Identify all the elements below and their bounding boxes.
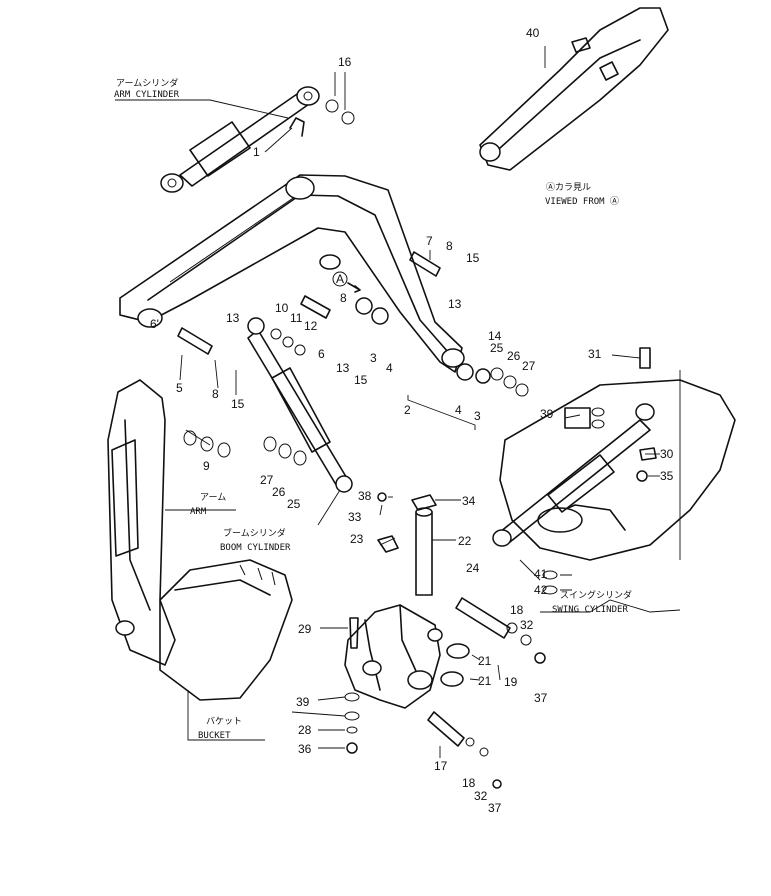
callout: 15 <box>231 397 245 411</box>
callout: 22 <box>458 534 472 548</box>
callout: 32 <box>474 789 488 803</box>
callout: 26 <box>272 485 286 499</box>
callout: 6' <box>150 317 159 331</box>
bucket-label-jp: バケット <box>206 716 242 727</box>
swing-cylinder-label-en: SWING CYLINDER <box>552 605 628 615</box>
callout: 35 <box>660 469 674 483</box>
callout: 3 <box>474 409 481 423</box>
callout: 41 <box>534 567 548 581</box>
callout: 1 <box>253 145 260 159</box>
boom-cylinder-label-en: BOOM CYLINDER <box>220 543 291 553</box>
callout: 3 <box>370 351 377 365</box>
callout: 13 <box>336 361 350 375</box>
callout: 27 <box>522 359 536 373</box>
callout: 27 <box>260 473 274 487</box>
callout: 6 <box>318 347 325 361</box>
callout: 17 <box>434 759 448 773</box>
callout: 15 <box>354 373 368 387</box>
callout: 8 <box>446 239 453 253</box>
callout: 32 <box>520 618 534 632</box>
swing-base <box>499 379 736 561</box>
pins-and-hardware <box>177 99 657 789</box>
swing-cylinder-label-jp: スイングシリンダ <box>560 589 632 601</box>
arm-label-en: ARM <box>190 507 207 517</box>
swing-bracket <box>344 604 443 709</box>
callout: 12 <box>304 319 318 333</box>
callout: 37 <box>488 801 502 815</box>
callout: 42 <box>534 583 548 597</box>
callout: 2 <box>404 403 411 417</box>
callout: 5 <box>176 381 183 395</box>
callout: 39 <box>296 695 310 709</box>
callout: 21 <box>478 654 492 668</box>
boom <box>119 174 465 373</box>
boom-cylinder-label-jp: ブームシリンダ <box>223 527 286 539</box>
callout: 38 <box>358 489 372 503</box>
callout: 24 <box>466 561 480 575</box>
swing-cylinder <box>492 403 655 547</box>
callout: 8 <box>212 387 219 401</box>
callout: 13 <box>226 311 240 325</box>
callout: 18 <box>462 776 476 790</box>
callout: 4 <box>386 361 393 375</box>
callout-numbers: 16 1 40 7 8 15 13 8 14 13 10 11 12 6' 6 … <box>150 26 674 815</box>
viewed-from-label-jp: Ⓐカラ見ル <box>546 182 591 193</box>
arm-cylinder-label-jp: アームシリンダ <box>116 77 178 89</box>
callout: 29 <box>298 622 312 636</box>
callout: 33 <box>348 510 362 524</box>
callout: 23 <box>350 532 364 546</box>
callout: 7 <box>426 234 433 248</box>
arm-label-jp: アーム <box>200 492 226 503</box>
view-a-detail <box>479 7 669 171</box>
labels: アームシリンダ ARM CYLINDER Ⓐカラ見ル VIEWED FROM Ⓐ… <box>114 77 632 741</box>
callout: 25 <box>287 497 301 511</box>
callout: 8 <box>340 291 347 305</box>
view-marker-a: A <box>336 272 344 286</box>
callout: 28 <box>298 723 312 737</box>
callout: 9 <box>203 459 210 473</box>
callout: 13 <box>448 297 462 311</box>
callout: 19 <box>504 675 518 689</box>
callout: 16 <box>338 55 352 69</box>
callout: 39 <box>540 407 554 421</box>
arm <box>107 379 176 666</box>
callout: 18 <box>510 603 524 617</box>
callout: 31 <box>588 347 602 361</box>
callout: 4 <box>455 403 462 417</box>
callout: 14 <box>488 329 502 343</box>
viewed-from-label-en: VIEWED FROM Ⓐ <box>545 196 619 207</box>
leader-lines <box>115 46 681 758</box>
callout: 25 <box>490 341 504 355</box>
bucket <box>159 559 293 701</box>
arm-cylinder-label-en: ARM CYLINDER <box>114 90 180 100</box>
callout: 26 <box>507 349 521 363</box>
callout: 15 <box>466 251 480 265</box>
boom-cylinder <box>247 317 353 493</box>
callout: 10 <box>275 301 289 315</box>
callout: 30 <box>660 447 674 461</box>
callout: 21 <box>478 674 492 688</box>
arm-cylinder <box>160 86 320 193</box>
callout: 36 <box>298 742 312 756</box>
callout: 34 <box>462 494 476 508</box>
callout: 40 <box>526 26 540 40</box>
bucket-label-en: BUCKET <box>198 731 231 741</box>
callout: 11 <box>290 311 303 325</box>
callout: 37 <box>534 691 548 705</box>
